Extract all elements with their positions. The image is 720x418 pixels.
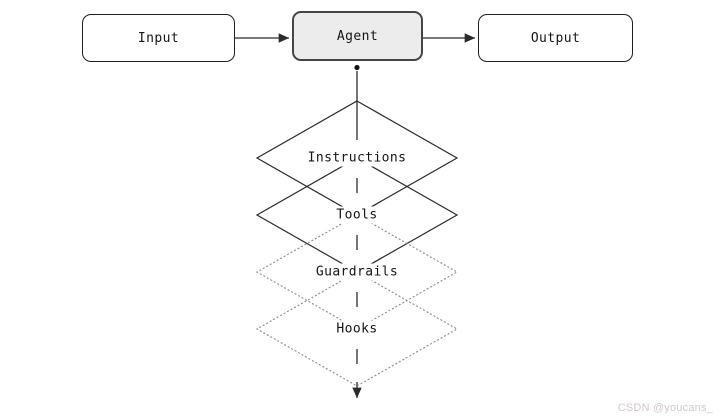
diamond-guardrails: [255, 214, 459, 330]
output-node-label: Output: [530, 30, 581, 46]
agent-node: Agent: [292, 11, 423, 61]
output-node: Output: [478, 14, 633, 62]
input-node: Input: [82, 14, 235, 62]
watermark: CSDN @youcans_: [617, 402, 713, 414]
agent-anchor-dot: [354, 64, 360, 71]
agent-node-label: Agent: [336, 28, 379, 44]
layer-label-instructions: Instructions: [300, 149, 414, 167]
diamond-hooks: [255, 271, 459, 387]
layer-label-guardrails: Guardrails: [308, 263, 406, 281]
layer-label-tools: Tools: [329, 206, 385, 224]
input-node-label: Input: [137, 30, 180, 46]
layer-label-hooks: Hooks: [329, 320, 385, 338]
